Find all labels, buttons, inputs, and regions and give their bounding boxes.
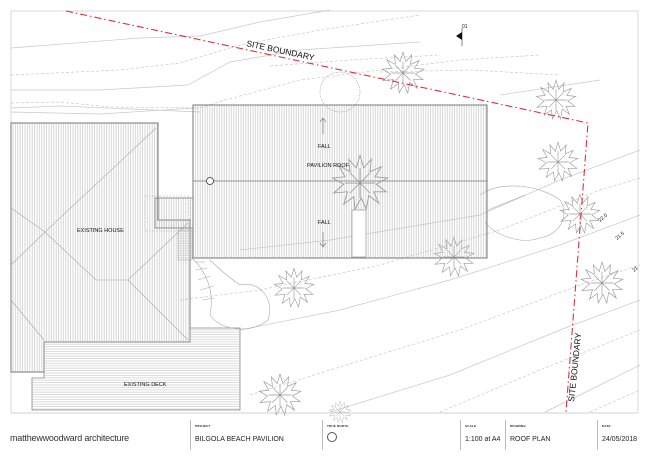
section-marker-label: 01 bbox=[462, 24, 468, 30]
project-cell: PROJECT BILGOLA BEACH PAVILION bbox=[190, 420, 320, 450]
fall-arrow-up-icon bbox=[319, 117, 327, 134]
garden-paths bbox=[191, 185, 565, 330]
contour-lines bbox=[10, 9, 641, 413]
existing-deck bbox=[31, 327, 241, 411]
scale-value: 1:100 at A4 bbox=[465, 436, 501, 443]
existing-house-roof bbox=[10, 122, 194, 373]
existing-deck-label: EXISTING DECK bbox=[124, 382, 167, 388]
north-caption: TRUE NORTH bbox=[327, 424, 349, 428]
site-boundary-line bbox=[65, 10, 589, 413]
site-boundary-label-top: SITE BOUNDARY bbox=[246, 38, 316, 62]
drawing-caption: DRAWING bbox=[510, 424, 526, 428]
project-name: BILGOLA BEACH PAVILION bbox=[195, 436, 284, 443]
pavilion-roof bbox=[192, 104, 488, 259]
date-caption: DATE bbox=[602, 424, 611, 428]
fall-label-top: FALL bbox=[318, 144, 331, 150]
downpipe-icon bbox=[206, 177, 214, 185]
contour-label-22: 22.0 bbox=[597, 213, 608, 224]
site-boundary-label-right: SITE BOUNDARY bbox=[566, 332, 583, 402]
firm-name: matthewwoodward architecture bbox=[10, 433, 129, 443]
existing-house-label: EXISTING HOUSE bbox=[77, 228, 124, 234]
section-marker: 01 bbox=[456, 24, 468, 46]
contour-label-21-5: 21.5 bbox=[614, 231, 625, 242]
date-cell: DATE 24/05/2018 bbox=[597, 420, 647, 450]
scale-cell: SCALE 1:100 at A4 bbox=[460, 420, 503, 450]
project-caption: PROJECT bbox=[195, 424, 211, 428]
drawing-cell: DRAWING ROOF PLAN bbox=[505, 420, 596, 450]
north-cell: TRUE NORTH bbox=[322, 420, 457, 450]
scale-caption: SCALE bbox=[465, 424, 477, 428]
contour-label-21: 21 bbox=[631, 265, 639, 273]
north-point-icon bbox=[327, 432, 337, 442]
pavilion-roof-label: PAVILION ROOF bbox=[307, 163, 350, 169]
drawing-name: ROOF PLAN bbox=[510, 436, 551, 443]
fall-label-bottom: FALL bbox=[318, 220, 331, 226]
date-value: 24/05/2018 bbox=[602, 436, 638, 443]
fall-arrow-down-icon bbox=[319, 232, 327, 248]
section-flag-icon bbox=[456, 32, 462, 40]
